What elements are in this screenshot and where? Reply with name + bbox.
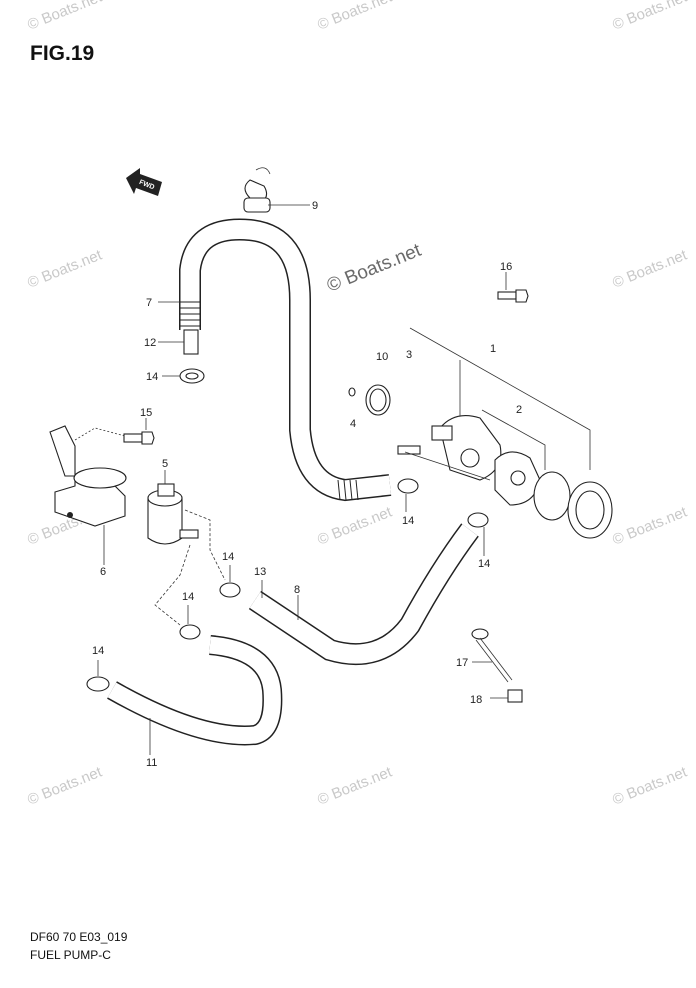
callout-3: 3 <box>406 349 412 361</box>
callout-15: 15 <box>140 407 152 419</box>
fuel-hose-lower-icon <box>107 635 283 755</box>
watermark: © Boats.net <box>25 246 105 292</box>
figure-title: FIG.19 <box>30 42 95 65</box>
callout-4: 4 <box>350 418 356 430</box>
callout-10: 10 <box>376 351 388 363</box>
callout-14f: 14 <box>92 645 104 657</box>
callout-14e: 14 <box>182 591 194 603</box>
fuel-hose-icon <box>158 218 392 502</box>
watermark-center: © Boats.net <box>324 240 425 297</box>
callout-14c: 14 <box>478 558 490 570</box>
watermark: © Boats.net <box>25 763 105 809</box>
hose-clamp-icon <box>86 565 241 692</box>
clip-pin-icon <box>471 628 513 683</box>
callout-12: 12 <box>144 337 156 349</box>
callout-6: 6 <box>100 566 106 578</box>
callout-14d: 14 <box>222 551 234 563</box>
hose-clamp-icon <box>162 368 205 384</box>
callout-5: 5 <box>162 458 168 470</box>
callout-14a: 14 <box>146 371 158 383</box>
watermark: © Boats.net <box>610 246 690 292</box>
watermark: © Boats.net <box>25 0 105 34</box>
fuel-pump-icon <box>348 327 613 539</box>
watermark: © Boats.net <box>315 503 395 549</box>
fuel-filter-icon <box>147 470 226 626</box>
callout-8: 8 <box>294 584 300 596</box>
callout-17: 17 <box>456 657 468 669</box>
callout-11: 11 <box>146 757 157 769</box>
callout-9: 9 <box>312 200 318 212</box>
watermark: © Boats.net <box>315 0 395 34</box>
callout-14b: 14 <box>402 515 414 527</box>
callout-labels: 1 2 3 4 5 6 7 8 9 10 11 12 13 14 14 14 1… <box>92 200 522 769</box>
bolt-icon <box>497 272 529 303</box>
callout-2: 2 <box>516 404 522 416</box>
nut-icon <box>490 689 523 703</box>
watermark: © Boats.net <box>610 0 690 34</box>
watermark: © Boats.net <box>315 763 395 809</box>
hose-clamp-icon <box>397 478 489 556</box>
diagram-code: DF60 70 E03_019 <box>30 930 128 944</box>
bolt-icon <box>123 418 155 445</box>
watermark: © Boats.net <box>610 503 690 549</box>
callout-7: 7 <box>146 297 152 309</box>
diagram-subtitle: FUEL PUMP-C <box>30 948 111 962</box>
callout-16: 16 <box>500 261 512 273</box>
callout-13: 13 <box>254 566 266 578</box>
fuel-hose-pump-icon <box>248 523 479 666</box>
filter-bracket-icon <box>49 425 127 565</box>
watermark: © Boats.net <box>610 763 690 809</box>
hose-clip-icon <box>243 167 310 213</box>
callout-18: 18 <box>470 694 482 706</box>
fwd-arrow-icon: FWD <box>126 168 162 196</box>
callout-1: 1 <box>490 343 496 355</box>
